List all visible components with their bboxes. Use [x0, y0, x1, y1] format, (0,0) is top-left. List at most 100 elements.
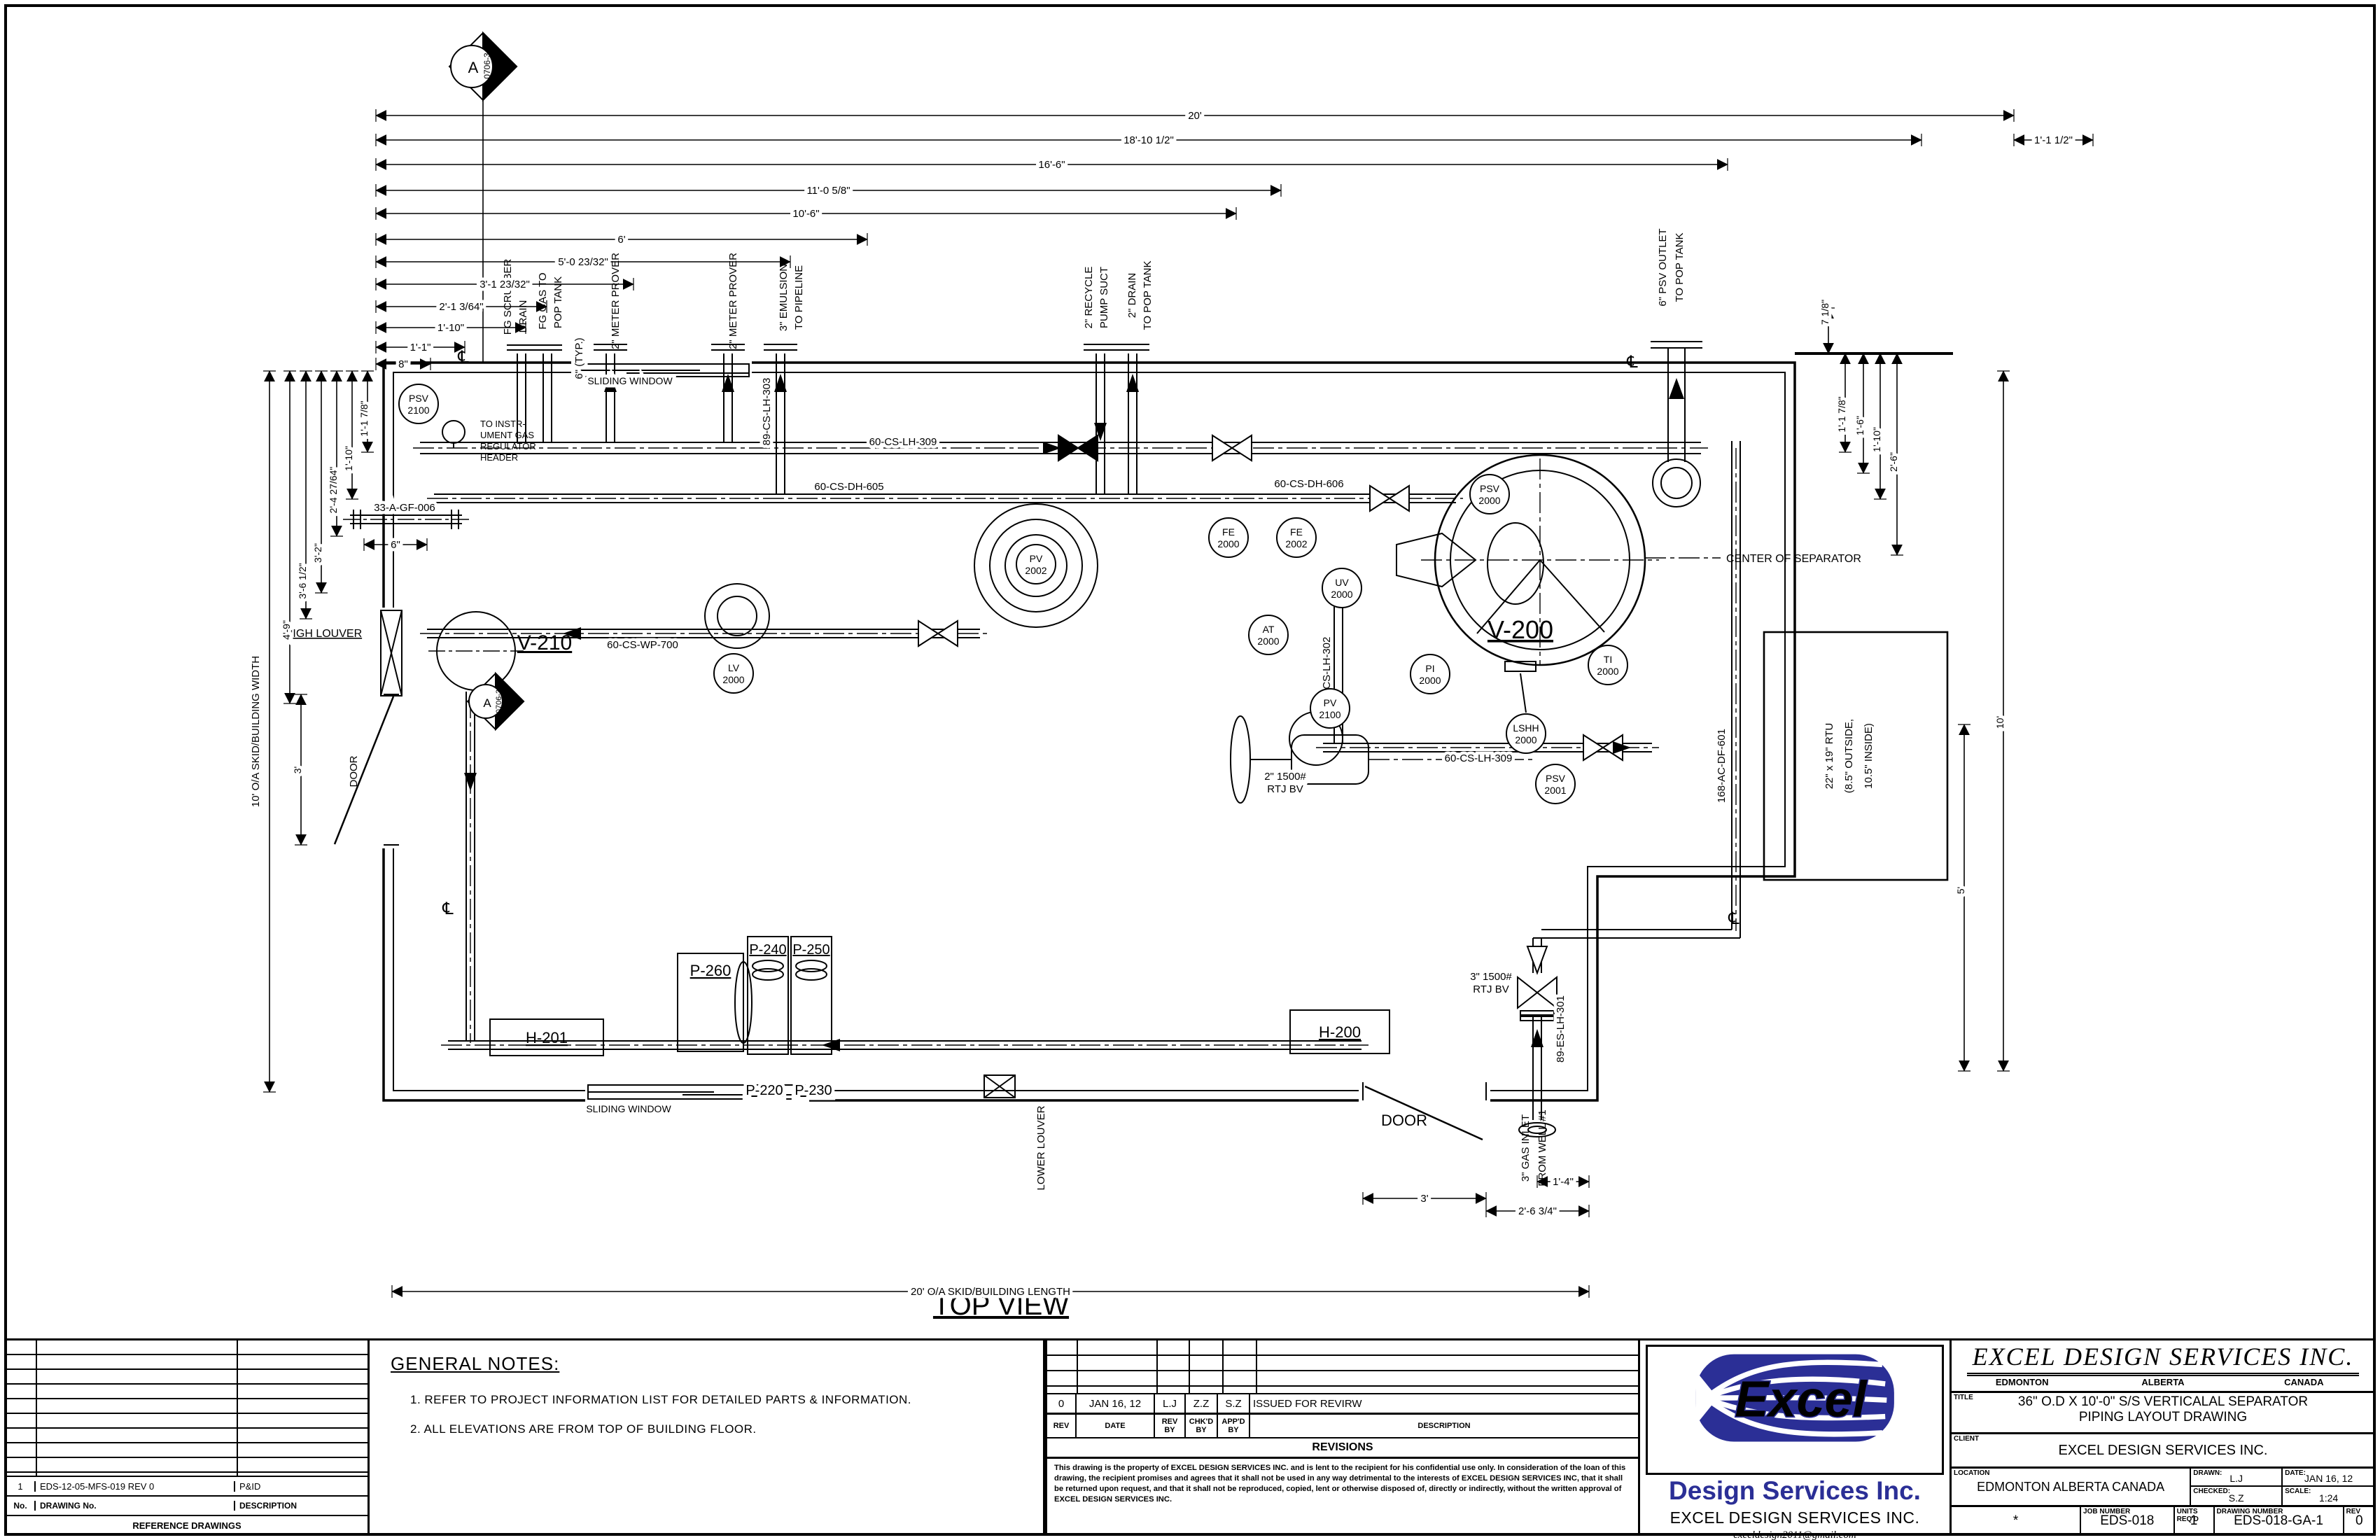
tb-rev-label: REV	[2346, 1508, 2361, 1516]
tb-units: 1	[2190, 1513, 2198, 1528]
dim-label: 3'-1 23/32"	[479, 279, 530, 290]
dim-label: 1'-10"	[343, 446, 354, 471]
high-louver-label: HIGH LOUVER	[285, 628, 362, 640]
building-wall-inner	[393, 372, 1786, 1091]
line-60-cs-wp-700: 60-CS-WP-700	[607, 639, 678, 651]
nozzle-gas-inlet-1: 3" GAS INLET	[1520, 1114, 1532, 1182]
centerline-glyph: ℄	[442, 899, 454, 918]
tb-date-label: DATE:	[2285, 1469, 2306, 1477]
logo-block: Excel Design Services Inc. EXCEL DESIGN …	[1640, 1340, 1952, 1540]
vessel-v-210	[428, 611, 524, 691]
rev-col-chkby: CHK'D BY	[1186, 1415, 1218, 1437]
dim-label: 10'	[1994, 716, 2005, 729]
tb-checked-label: CHECKED:	[2193, 1488, 2231, 1495]
detail-flag-v210	[466, 671, 525, 732]
title-block: EXCEL DESIGN SERVICES INC. EDMONTON ALBE…	[1952, 1340, 2374, 1534]
door-left	[333, 694, 399, 846]
instrument-psv-2001-line2: 2001	[1544, 785, 1566, 796]
valve-3in-1500-bv	[1517, 946, 1558, 1021]
pipe-60-cs-wp-700	[420, 629, 987, 638]
line-60-cs-lh-309-b: 60-CS-LH-309	[1445, 752, 1513, 764]
tb-scale-cell: SCALE:1:24	[2283, 1487, 2374, 1505]
centerline-glyph: ℄	[457, 348, 469, 367]
dim-label: 1'-1 7/8"	[358, 400, 370, 436]
note-instr-gas-1: TO INSTR-	[480, 419, 526, 429]
riser-meter-prover-2	[711, 344, 745, 442]
sliding-window-bottom-label: SLIDING WINDOW	[586, 1103, 671, 1114]
detail-flag-a-v210: A	[483, 696, 491, 710]
tb-company-name: EXCEL DESIGN SERVICES INC.	[1966, 1342, 2360, 1376]
rev-col-revby: REV BY	[1155, 1415, 1186, 1437]
line-89-es-lh-301: 89-ES-LH-301	[1555, 995, 1567, 1063]
tag-h-201: H-201	[526, 1029, 568, 1046]
logo-email: exceldesign2011@gmail.com	[1733, 1530, 1856, 1540]
instrument-pv-2002-line2: 2002	[1025, 565, 1046, 576]
dim-label: 20'	[1188, 110, 1202, 122]
revisions-block: 0 JAN 16, 12 L.J Z.Z S.Z ISSUED FOR REVI…	[1045, 1340, 1640, 1534]
sliding-window-top-label: SLIDING WINDOW	[587, 375, 673, 386]
vessel-v-200	[1396, 454, 1701, 713]
dim-label: 3'	[1420, 1193, 1428, 1205]
tb-rev: 0	[2355, 1513, 2363, 1528]
tb-job-label: JOB NUMBER	[2083, 1508, 2131, 1516]
ref-col-desc: DESCRIPTION	[239, 1501, 298, 1511]
building-and-piping	[333, 31, 1953, 1141]
instrument-lshh-2000	[1506, 713, 1546, 754]
rtu-label-1: 22" x 19" RTU	[1823, 723, 1835, 790]
tb-drawn-cell: DRAWN:L.J	[2191, 1469, 2283, 1487]
tb-checked: S.Z	[2228, 1492, 2244, 1504]
tb-units-label: UNITS REQ'D	[2176, 1508, 2199, 1523]
instrument-psv-2001-line1: PSV	[1546, 773, 1566, 784]
note-instr-gas-3: REGULATOR	[480, 441, 536, 451]
dim-label: 3'	[292, 766, 303, 774]
sliding-window-bottom	[587, 1084, 806, 1100]
nozzle-fg-scrubber-1: FG SCRUBBER	[502, 259, 514, 335]
rev-date: JAN 16, 12	[1077, 1394, 1155, 1413]
valve-pv-2002	[974, 503, 1098, 628]
instrument-pv-2002	[1016, 544, 1056, 584]
dim-label: 5'	[1955, 887, 1966, 894]
rev-app: S.Z	[1218, 1394, 1250, 1413]
lower-louver	[983, 1074, 1016, 1098]
tag-p-250: P-250	[792, 942, 830, 958]
tb-job: EDS-018	[2100, 1513, 2155, 1528]
logo-line2: Design Services Inc.	[1669, 1476, 1921, 1505]
dim-label: 4'-9"	[281, 620, 292, 640]
reference-title: REFERENCE DRAWINGS	[132, 1520, 241, 1531]
instrument-pv-2100-line2: 2100	[1319, 709, 1340, 720]
dim-label: 11'-0 5/8"	[806, 185, 850, 197]
logo-box: Excel	[1646, 1345, 1944, 1475]
legal-text: This drawing is the property of EXCEL DE…	[1054, 1464, 1626, 1504]
door-right-label: DOOR	[1381, 1112, 1427, 1129]
logo-word: Excel	[1735, 1372, 1868, 1428]
revisions-header: REV DATE REV BY CHK'D BY APP'D BY DESCRI…	[1047, 1414, 1638, 1438]
instrument-psv-2100	[398, 384, 439, 424]
note-3in-1500-rtj-2: RTJ BV	[1473, 983, 1508, 995]
rev-col-rev: REV	[1047, 1415, 1077, 1437]
dim-label: 5'-0 23/32"	[558, 256, 608, 268]
instrument-at-2000-line1: AT	[1263, 624, 1275, 635]
dim-label: 2'-6 3/4"	[1518, 1205, 1557, 1217]
instrument-psv-2100-line1: PSV	[409, 393, 429, 404]
riser-drain-pop	[1116, 344, 1149, 494]
note-instr-gas-4: HEADER	[480, 452, 518, 463]
line-60-cs-dh-605: 60-CS-DH-605	[814, 481, 883, 493]
title-strip: 1 EDS-12-05-MFS-019 REV 0 P&ID No. DRAWI…	[6, 1338, 2374, 1540]
instrument-lv-2000	[713, 653, 754, 694]
nozzle-emulsion-2: TO PIPELINE	[793, 265, 805, 330]
reference-empty-rows	[6, 1340, 368, 1477]
tb-company: EXCEL DESIGN SERVICES INC.	[1952, 1340, 2374, 1377]
riser-recycle	[1084, 344, 1117, 494]
dim-label: 1'-4"	[1553, 1176, 1574, 1188]
tb-dwg: EDS-018-GA-1	[2234, 1513, 2323, 1528]
tag-v-200: V-200	[1488, 615, 1553, 644]
door-right	[1362, 1082, 1487, 1141]
flow-arrows	[464, 374, 1684, 1051]
tb-star-cell: *	[1952, 1507, 2082, 1534]
revision-row: 0 JAN 16, 12 L.J Z.Z S.Z ISSUED FOR REVI…	[1047, 1394, 1638, 1414]
rev-chk: Z.Z	[1186, 1394, 1218, 1413]
dim-label: 8"	[398, 358, 408, 370]
instrument-pi-2000	[1410, 654, 1450, 694]
tag-p-240: P-240	[749, 942, 786, 958]
